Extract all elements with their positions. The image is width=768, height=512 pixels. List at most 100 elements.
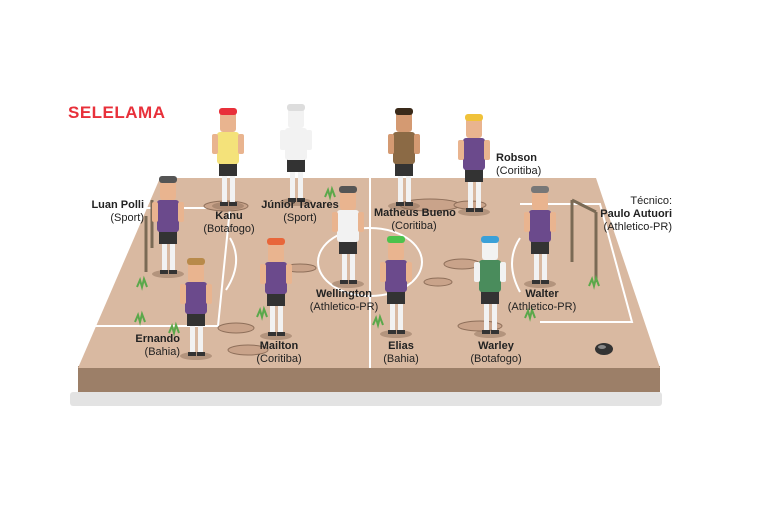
figure-boot (169, 270, 177, 274)
figure-arm (388, 134, 394, 154)
figure-ernando (180, 258, 212, 360)
figure-arm (414, 134, 420, 154)
figure-hair (339, 186, 357, 193)
figure-boot (297, 198, 305, 202)
figure-leg (270, 302, 275, 334)
figure-shorts (395, 162, 413, 176)
figure-head (532, 190, 548, 210)
figure-head (188, 262, 204, 282)
figure-arm (458, 140, 464, 160)
grass-tuft (372, 313, 384, 329)
player-club: (Bahia) (383, 353, 419, 365)
player-name: Walter (525, 288, 559, 300)
figure-shirt (217, 132, 239, 164)
player-name: Warley (478, 340, 514, 352)
figure-elias (380, 236, 412, 338)
figure-shorts (531, 240, 549, 254)
player-label-warley: Warley (Botafogo) (458, 340, 534, 366)
figure-shirt (185, 282, 207, 314)
figure-leg (398, 300, 403, 332)
figure-leg (390, 300, 395, 332)
figure-boot (220, 202, 228, 206)
figure-arm (484, 140, 490, 160)
figure-head (388, 240, 404, 260)
figure-boot (277, 332, 285, 336)
goal-right (570, 198, 598, 282)
figure-leg (476, 178, 481, 210)
figure-mailton (260, 238, 292, 340)
figure-arm (524, 212, 530, 232)
figure-shorts (339, 240, 357, 254)
figure-head (396, 112, 412, 132)
figure-boot (197, 352, 205, 356)
player-name: Ernando (135, 333, 180, 345)
figure-boot (188, 352, 196, 356)
player-name: Elias (388, 340, 414, 352)
figure-leg (350, 250, 355, 282)
player-label-walter: Walter (Athletico-PR) (504, 288, 580, 314)
figure-boot (532, 280, 540, 284)
figure-head (160, 180, 176, 200)
figure-boot (482, 330, 490, 334)
figure-leg (298, 168, 303, 200)
figure-boot (349, 280, 357, 284)
figure-head (482, 240, 498, 260)
figure-leg (198, 322, 203, 354)
figure-arm (206, 284, 212, 304)
figure-leg (406, 172, 411, 204)
figure-arm (180, 284, 186, 304)
figure-luan-polli (152, 176, 184, 278)
player-name: Robson (496, 152, 537, 164)
figure-boot (160, 270, 168, 274)
figure-arm (178, 202, 184, 222)
figure-kanu (212, 108, 244, 210)
figure-boot (268, 332, 276, 336)
figure-shirt (393, 132, 415, 164)
figure-arm (500, 262, 506, 282)
figure-leg (342, 250, 347, 282)
grass-tuft (324, 185, 336, 201)
coach-club: (Athletico-PR) (603, 221, 672, 233)
figure-leg (190, 322, 195, 354)
figure-arm (550, 212, 556, 232)
figure-shirt (157, 200, 179, 232)
player-club: (Bahia) (144, 346, 180, 358)
figure-head (220, 112, 236, 132)
figure-walter (524, 186, 556, 288)
figure-arm (474, 262, 480, 282)
grass-tuft (256, 305, 268, 321)
player-club: (Coritiba) (256, 353, 302, 365)
coach-label: Técnico: Paulo Autuori (Athletico-PR) (588, 195, 672, 234)
player-name: Matheus Bueno (374, 207, 456, 219)
figure-hair (287, 104, 305, 111)
figure-hair (159, 176, 177, 183)
figure-shorts (481, 290, 499, 304)
figure-head (268, 242, 284, 262)
figure-hair (187, 258, 205, 265)
figure-shirt (463, 138, 485, 170)
figure-hair (481, 236, 499, 243)
figure-leg (230, 172, 235, 204)
figure-shirt (285, 128, 307, 160)
player-club: (Botafogo) (203, 223, 255, 235)
grass-tuft (588, 274, 600, 290)
figure-boot (396, 202, 404, 206)
player-club: (Sport) (283, 212, 317, 224)
figure-hair (267, 238, 285, 245)
player-label-robson: Robson (Coritiba) (496, 152, 566, 178)
figure-boot (405, 202, 413, 206)
figure-shorts (267, 292, 285, 306)
pitch-shadow (70, 392, 662, 406)
figure-arm (306, 130, 312, 150)
figure-warley (474, 236, 506, 338)
figure-shorts (387, 290, 405, 304)
figure-wellington (332, 186, 364, 288)
figure-shirt (337, 210, 359, 242)
player-label-junior-tavares: Júnior Tavares (Sport) (260, 199, 340, 225)
figure-arm (280, 130, 286, 150)
figure-hair (531, 186, 549, 193)
figure-leg (278, 302, 283, 334)
grass-tuft (524, 306, 536, 322)
player-name: Wellington (315, 288, 372, 300)
coach-name: Paulo Autuori (600, 208, 672, 220)
